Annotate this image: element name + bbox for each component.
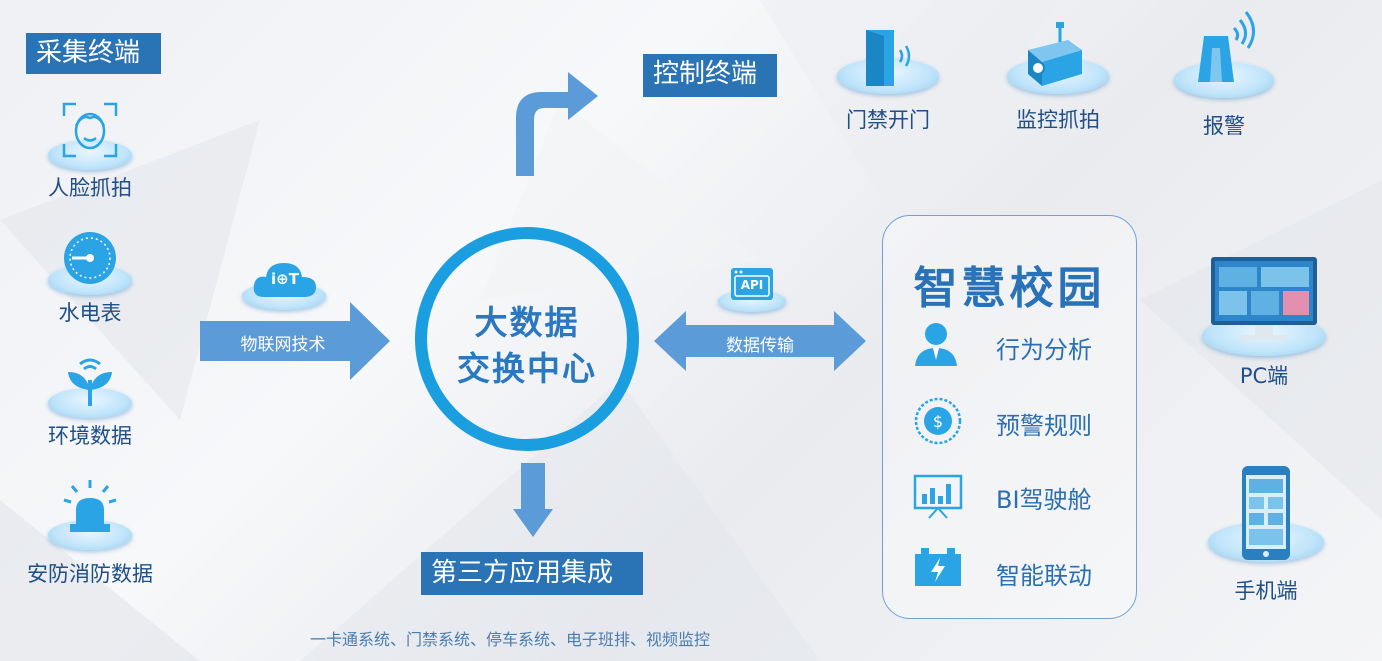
alarm-siren-icon xyxy=(63,480,117,532)
person-analysis-icon xyxy=(915,323,957,366)
mobile-client-label: 手机端 xyxy=(1234,579,1298,603)
door-open-icon xyxy=(866,30,911,86)
meter-icon xyxy=(64,232,116,284)
control-terminal-header: 控制终端 xyxy=(643,54,777,97)
bi-board-icon xyxy=(913,474,963,519)
smart-campus-panel: 智慧校园 行为分析 $ 预警规则 BI驾驶舱 智能联动 xyxy=(882,215,1137,619)
warning-rules-label: 预警规则 xyxy=(996,412,1092,440)
hub-title-line2: 交换中心 xyxy=(457,349,597,388)
meter-label: 水电表 xyxy=(58,301,122,325)
face-scan-icon xyxy=(62,102,118,158)
smart-linkage-label: 智能联动 xyxy=(996,562,1092,590)
iot-badge: i⊕T xyxy=(271,270,299,288)
api-badge: API xyxy=(740,278,764,292)
iot-label: 物联网技术 xyxy=(240,335,326,355)
environment-plant-icon xyxy=(68,358,112,406)
third-party-systems: 一卡通系统、门禁系统、停车系统、电子班排、视频监控 xyxy=(310,630,711,649)
hub-up-arrow xyxy=(516,72,598,176)
api-window-icon xyxy=(731,268,773,300)
collect-terminal-header: 采集终端 xyxy=(26,33,161,74)
iot-arrow xyxy=(200,302,390,380)
third-party-header: 第三方应用集成 xyxy=(421,552,643,595)
smart-campus-title: 智慧校园 xyxy=(913,263,1106,314)
hub-down-arrow xyxy=(513,463,553,537)
transfer-label: 数据传输 xyxy=(726,336,794,356)
door-open-label: 门禁开门 xyxy=(846,108,930,132)
face-capture-disc xyxy=(48,140,132,170)
transfer-double-arrow xyxy=(654,311,866,371)
pc-client-label: PC端 xyxy=(1239,364,1289,388)
hub-title-line1: 大数据 xyxy=(474,303,580,342)
environment-label: 环境数据 xyxy=(48,424,132,448)
behavior-analysis-label: 行为分析 xyxy=(996,336,1092,364)
svg-text:$: $ xyxy=(933,412,943,431)
camera-icon xyxy=(1028,22,1082,86)
security-fire-label: 安防消防数据 xyxy=(27,562,153,586)
iot-cloud-icon xyxy=(253,263,316,297)
face-capture-label: 人脸抓拍 xyxy=(48,176,132,200)
camera-capture-label: 监控抓拍 xyxy=(1016,108,1100,132)
pc-monitor-icon xyxy=(1211,257,1317,340)
alarm-label: 报警 xyxy=(1203,114,1245,138)
bi-cockpit-label: BI驾驶舱 xyxy=(996,486,1092,514)
battery-link-icon xyxy=(915,548,961,586)
warning-coin-icon: $ xyxy=(914,397,962,445)
mobile-phone-icon xyxy=(1242,466,1290,560)
alarm-light-icon xyxy=(1198,11,1255,82)
